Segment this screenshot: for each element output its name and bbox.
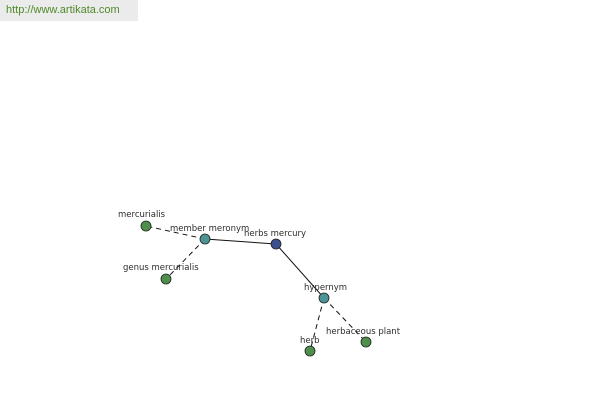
node-herbaceous-plant[interactable] <box>360 336 372 348</box>
node-label-mercurialis[interactable]: mercurialis <box>118 210 166 220</box>
site-url-text[interactable]: http://www.artikata.com <box>6 4 120 16</box>
node-hypernym[interactable] <box>318 292 330 304</box>
node-label-member-meronym[interactable]: member meronym <box>170 224 249 234</box>
node-label-herbaceous-plant[interactable]: herbaceous plant <box>326 327 401 337</box>
edge-member-meronym-to-mercurialis <box>145 225 206 240</box>
edge-herbs-mercury-to-hypernym <box>275 243 325 299</box>
node-genus-mercurialis[interactable] <box>160 273 172 285</box>
edge-hypernym-to-herbaceous-plant <box>323 297 367 343</box>
node-mercurialis[interactable] <box>140 220 152 232</box>
node-herb[interactable] <box>304 345 316 357</box>
nodes-layer <box>140 220 372 357</box>
node-label-herb[interactable]: herb <box>300 336 320 346</box>
edge-hypernym-to-herb <box>309 297 325 352</box>
node-label-genus-mercurialis[interactable]: genus mercurialis <box>123 263 199 273</box>
node-label-hypernym[interactable]: hypernym <box>304 283 347 293</box>
edges-layer <box>145 225 367 352</box>
edge-herbs-mercury-to-member-meronym <box>204 238 277 245</box>
edge-member-meronym-to-genus-mercurialis <box>165 238 206 280</box>
node-herbs-mercury[interactable] <box>270 238 282 250</box>
node-member-meronym[interactable] <box>199 233 211 245</box>
site-url-banner[interactable]: http://www.artikata.com <box>0 0 138 21</box>
node-label-herbs-mercury[interactable]: herbs mercury <box>244 229 306 239</box>
